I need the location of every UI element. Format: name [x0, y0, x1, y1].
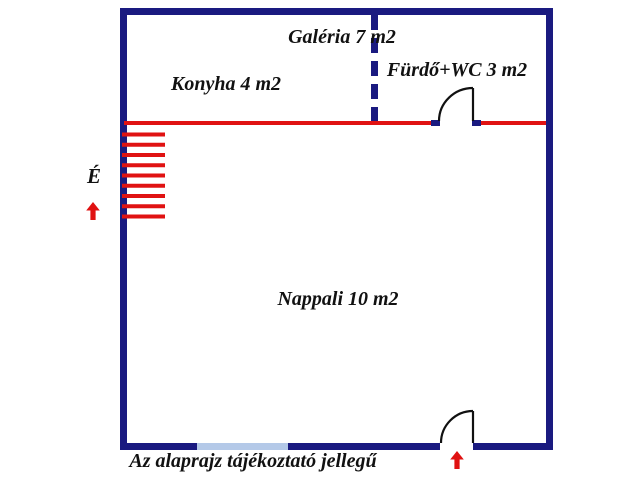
partition-wall-right [479, 121, 546, 125]
door-post-right [472, 120, 481, 126]
wall-left [120, 8, 127, 450]
window [197, 443, 288, 450]
compass-north-label: É [86, 164, 101, 188]
staircase [122, 132, 165, 219]
entrance-arrow-icon [450, 451, 464, 469]
entrance-door-arc [439, 409, 474, 444]
wall-right [546, 8, 553, 450]
bathroom-door-arc [437, 86, 474, 122]
door-post-left [431, 120, 440, 126]
partition-wall-left [124, 121, 434, 125]
footnote-disclaimer: Az alaprajz tájékoztató jellegű [129, 450, 377, 472]
wall-bottom-left [120, 443, 197, 450]
room-label-galeria: Galéria 7 m2 [288, 26, 396, 48]
wall-top [120, 8, 553, 15]
north-arrow-icon [86, 202, 100, 220]
room-label-furdo-wc: Fürdő+WC 3 m2 [386, 59, 528, 81]
room-label-konyha: Konyha 4 m2 [170, 73, 282, 95]
room-label-nappali: Nappali 10 m2 [277, 288, 399, 310]
wall-bottom-right [473, 443, 553, 450]
wall-bottom-middle [288, 443, 440, 450]
